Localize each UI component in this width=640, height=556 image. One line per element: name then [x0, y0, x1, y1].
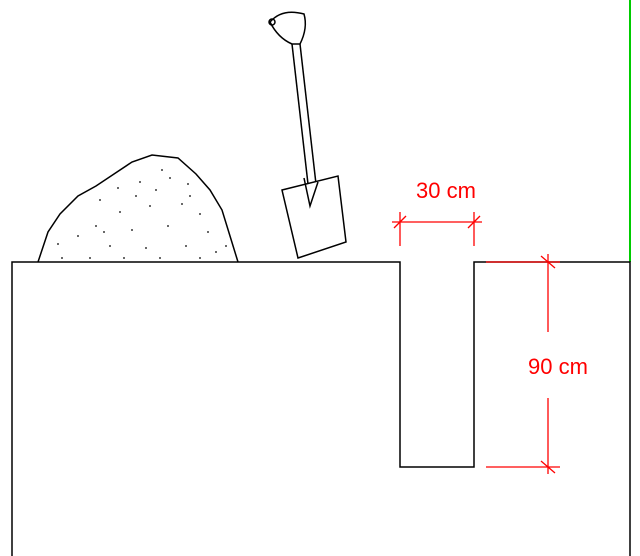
shovel-icon — [268, 11, 347, 259]
width-label: 30 cm — [416, 178, 476, 203]
depth-label: 90 cm — [528, 354, 588, 379]
width-dimension — [392, 212, 482, 246]
ground-with-trench — [11, 261, 631, 556]
soil-pile-icon — [37, 154, 239, 263]
depth-dimension — [486, 254, 560, 474]
